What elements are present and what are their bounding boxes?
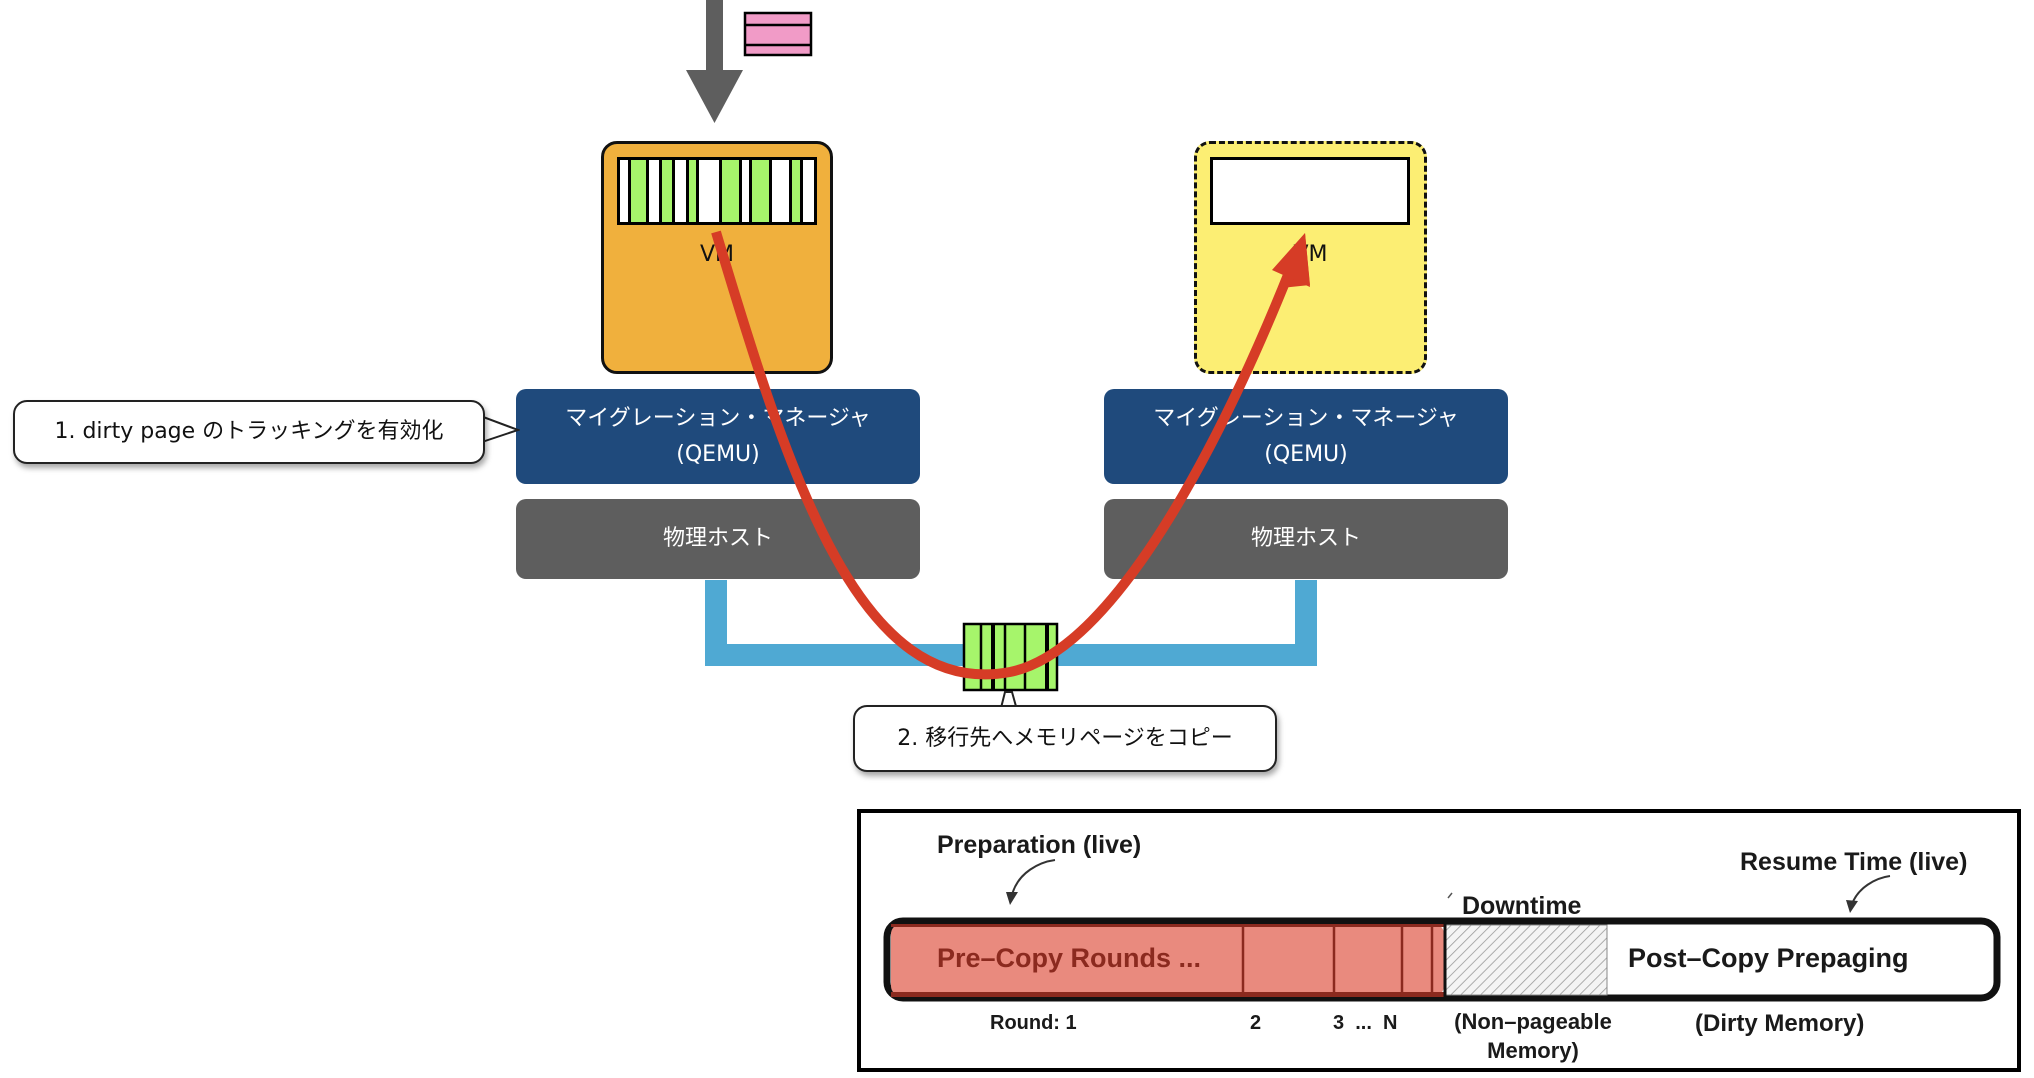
clean-page [620,160,631,222]
postcopy-label: Post–Copy Prepaging [1628,943,1909,973]
nonpageable-label-line1: (Non–pageable [1454,1009,1612,1034]
downtime-segment [1445,924,1608,996]
incoming-write-arrow-icon [686,0,743,123]
clean-page [674,160,689,222]
callout-step-2-text: 2. 移行先へメモリページをコピー [897,726,1233,751]
dirty-page [688,160,700,222]
callout-step-1-text: 1. dirty page のトラッキングを有効化 [54,419,444,444]
dirty-memory-label: (Dirty Memory) [1695,1010,1865,1037]
callout-step-1: 1. dirty page のトラッキングを有効化 [13,400,485,464]
clean-page [699,160,722,222]
clean-page [741,160,753,222]
precopy-label: Pre–Copy Rounds ... [937,943,1202,973]
incoming-pages-icon [743,11,813,57]
downtime-label: Downtime [1462,892,1582,920]
destination-memory-pages [1210,157,1410,225]
precopy-segment [891,924,1444,996]
callout-step-2: 2. 移行先へメモリページをコピー [853,705,1277,772]
resume-arrow-icon [1851,875,1891,905]
resume-time-label: Resume Time (live) [1740,848,1968,876]
dirty-page [721,160,742,222]
preparation-arrow-icon [1011,859,1056,896]
dirty-page [792,160,804,222]
round-2-label: 2 [1250,1012,1262,1034]
nonpageable-label-line2: Memory) [1487,1038,1579,1063]
downtime-tick-icon [1447,892,1453,899]
round-1-label: Round: 1 [990,1012,1077,1034]
dirty-page [630,160,650,222]
clean-page [771,160,793,222]
dirty-page [662,160,675,222]
clean-page [649,160,663,222]
round-n-label: 3 ... N [1333,1012,1398,1034]
dirty-page [752,160,772,222]
source-memory-pages [617,157,817,225]
clean-page [803,160,814,222]
preparation-label: Preparation (live) [937,831,1142,859]
